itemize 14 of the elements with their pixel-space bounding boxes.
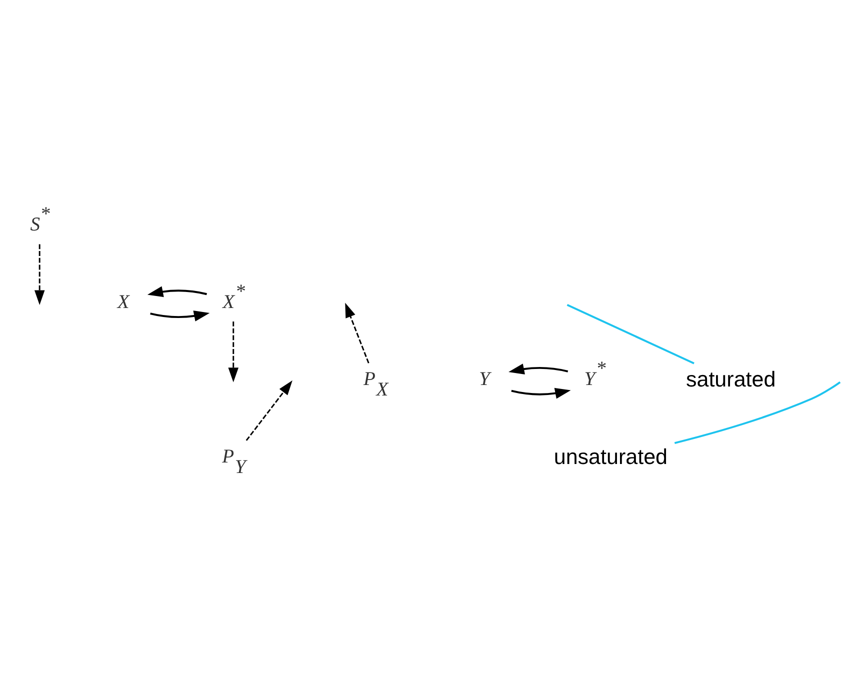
node-text: X bbox=[117, 291, 130, 312]
arrow bbox=[34, 244, 45, 304]
arrow bbox=[147, 286, 207, 297]
node-text: Y bbox=[479, 368, 490, 390]
arrow bbox=[228, 321, 239, 382]
node-text: saturated bbox=[686, 367, 776, 392]
node-text: unsaturated bbox=[554, 444, 668, 468]
arrow bbox=[246, 380, 292, 440]
connector bbox=[674, 380, 841, 444]
arrow bbox=[511, 387, 571, 398]
arrow bbox=[508, 363, 568, 374]
connector bbox=[566, 304, 694, 364]
arrow bbox=[150, 310, 210, 321]
arrow bbox=[345, 302, 370, 363]
